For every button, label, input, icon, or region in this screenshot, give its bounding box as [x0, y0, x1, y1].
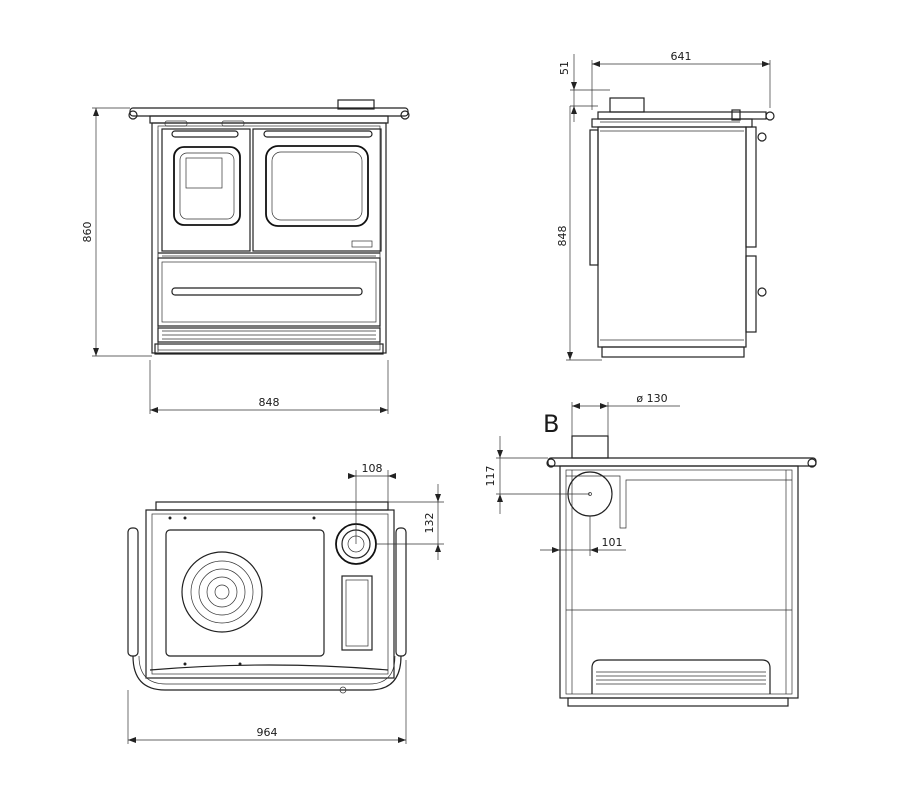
- side-top-offset-label: 51: [558, 61, 571, 75]
- rear-view: B: [543, 410, 817, 707]
- rear-flue-diameter-label: ø 130: [636, 392, 667, 405]
- view-b-letter: B: [543, 410, 559, 438]
- top-flue-y-dimension: 132: [376, 484, 444, 560]
- top-flue-y-label: 132: [423, 513, 436, 534]
- rear-flue-height-dimension: 117: [484, 436, 590, 514]
- top-flue-x-dimension: 108: [348, 462, 396, 544]
- rear-flue-diameter-dimension: ø 130: [571, 392, 680, 436]
- front-height-dimension: 860: [81, 107, 152, 357]
- rear-flue-height-label: 117: [484, 466, 497, 487]
- front-height-label: 860: [81, 222, 94, 243]
- front-view: [128, 99, 410, 355]
- side-depth-dimension: 641: [591, 50, 771, 110]
- rear-flue-offset-label: 101: [602, 536, 623, 549]
- side-view: [589, 97, 775, 358]
- side-top-offset-dimension: 51: [558, 54, 610, 122]
- top-view: [127, 501, 407, 694]
- top-width-dimension: 964: [127, 660, 407, 744]
- top-flue-x-label: 108: [362, 462, 383, 475]
- side-height-label: 848: [556, 226, 569, 247]
- side-depth-label: 641: [671, 50, 692, 63]
- front-width-dimension: 848: [149, 360, 389, 414]
- top-width-label: 964: [257, 726, 278, 739]
- rear-flue-offset-dimension: 101: [540, 516, 626, 556]
- side-height-dimension: 848: [556, 106, 602, 361]
- front-width-label: 848: [259, 396, 280, 409]
